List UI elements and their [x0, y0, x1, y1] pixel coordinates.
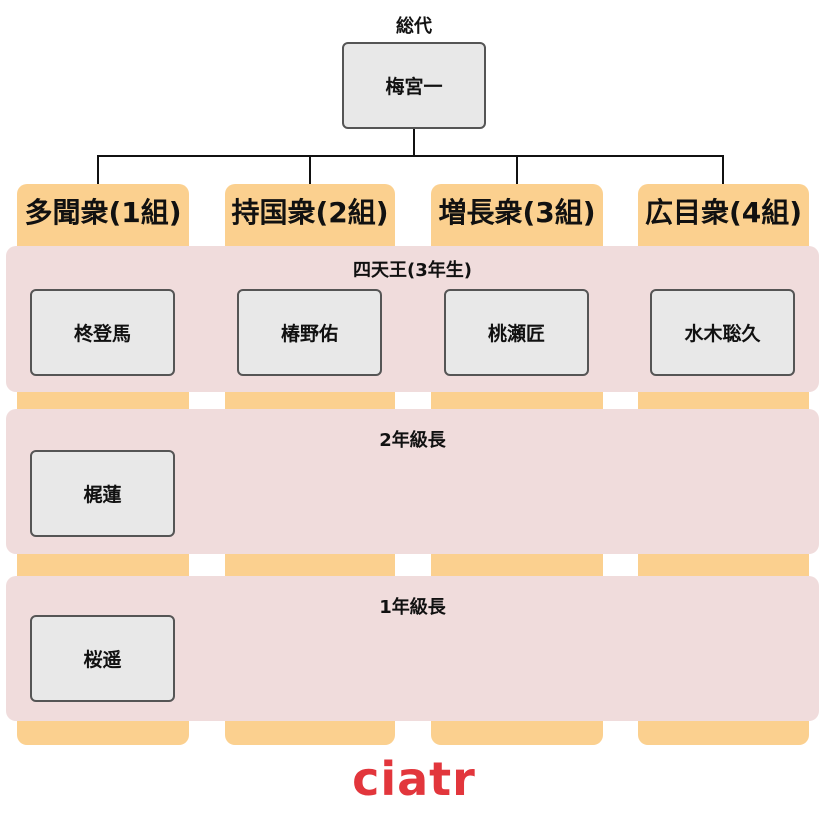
tier-title-grade1: 1年級長: [379, 597, 446, 618]
member-node: 椿野佑: [237, 289, 382, 376]
leader-node: 梅宮一: [342, 42, 486, 129]
member-node: 桃瀬匠: [444, 289, 589, 376]
member-node: 梶蓮: [30, 450, 175, 537]
member-node: 桜遥: [30, 615, 175, 702]
leader-title: 総代: [396, 16, 432, 37]
ciatr-logo: ciatr: [352, 752, 476, 806]
tier-title-grade2: 2年級長: [379, 430, 446, 451]
group-title-1: 多聞衆(1組): [24, 196, 182, 229]
member-node: 水木聡久: [650, 289, 795, 376]
group-title-2: 持国衆(2組): [231, 196, 389, 229]
tier-title-shitenno: 四天王(3年生): [353, 260, 472, 281]
group-title-4: 広目衆(4組): [644, 196, 803, 229]
member-node: 柊登馬: [30, 289, 175, 376]
group-title-3: 増長衆(3組): [438, 196, 596, 229]
